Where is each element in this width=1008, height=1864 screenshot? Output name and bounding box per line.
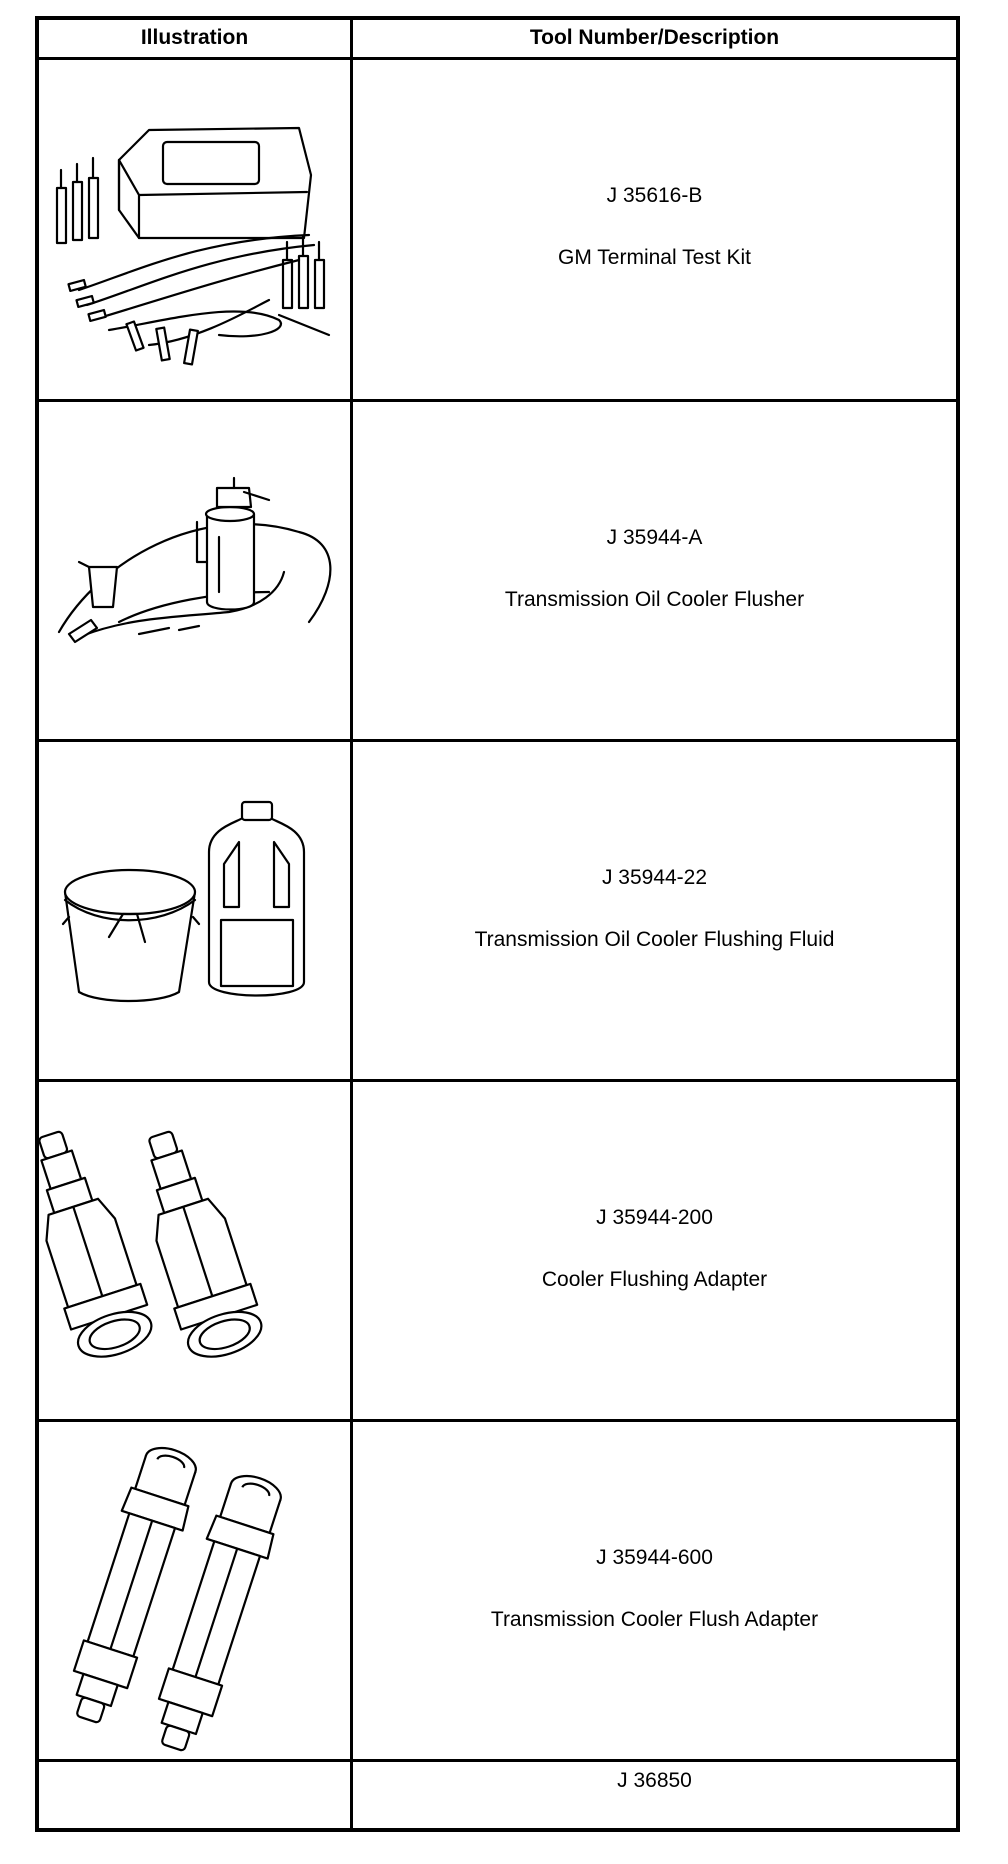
illustration-cell [39,742,353,1079]
illustration-cell [39,1082,353,1419]
flushing-fluid-illustration [61,800,306,1003]
tool-description: Transmission Oil Cooler Flusher [504,588,805,611]
tool-number: J 35944-200 [596,1206,713,1229]
illustration-cell [39,60,353,399]
illustration-cell [39,1762,353,1828]
tool-description: Cooler Flushing Adapter [541,1268,768,1291]
tool-cell: J 35944-A Transmission Oil Cooler Flushe… [353,402,956,739]
tool-number: J 35944-22 [601,866,708,889]
table-header-row: Illustration Tool Number/Description [39,20,956,60]
tool-number: J 35944-600 [596,1546,713,1569]
header-tool: Tool Number/Description [529,26,780,49]
table-row: J 36850 [39,1762,956,1828]
header-illustration: Illustration [39,20,353,57]
illustration-cell [39,1422,353,1759]
tool-number: J 35944-A [606,526,703,549]
tool-description: GM Terminal Test Kit [558,246,751,269]
tool-description: Transmission Cooler Flush Adapter [490,1608,819,1631]
table-row: J 35944-600 Transmission Cooler Flush Ad… [39,1422,956,1762]
terminal-test-kit-illustration [55,126,331,366]
tool-cell: J 36850 [353,1762,956,1828]
tool-cell: J 35616-B GM Terminal Test Kit [353,60,956,399]
table-row: J 35944-A Transmission Oil Cooler Flushe… [39,402,956,742]
tool-number: J 36850 [617,1769,692,1792]
table-row: J 35944-200 Cooler Flushing Adapter [39,1082,956,1422]
flushing-adapter-illustration [39,1130,263,1358]
table-row: J 35616-B GM Terminal Test Kit [39,60,956,402]
tool-cell: J 35944-200 Cooler Flushing Adapter [353,1082,956,1419]
illustration-cell [39,402,353,739]
table-row: J 35944-22 Transmission Oil Cooler Flush… [39,742,956,1082]
tool-number: J 35616-B [606,184,703,207]
tool-cell: J 35944-22 Transmission Oil Cooler Flush… [353,742,956,1079]
tools-table: Illustration Tool Number/Description [35,16,960,1832]
tool-description: Transmission Oil Cooler Flushing Fluid [474,928,835,951]
cooler-flusher-illustration [57,476,332,644]
flush-adapter-illustration [72,1446,282,1752]
tool-cell: J 35944-600 Transmission Cooler Flush Ad… [353,1422,956,1759]
